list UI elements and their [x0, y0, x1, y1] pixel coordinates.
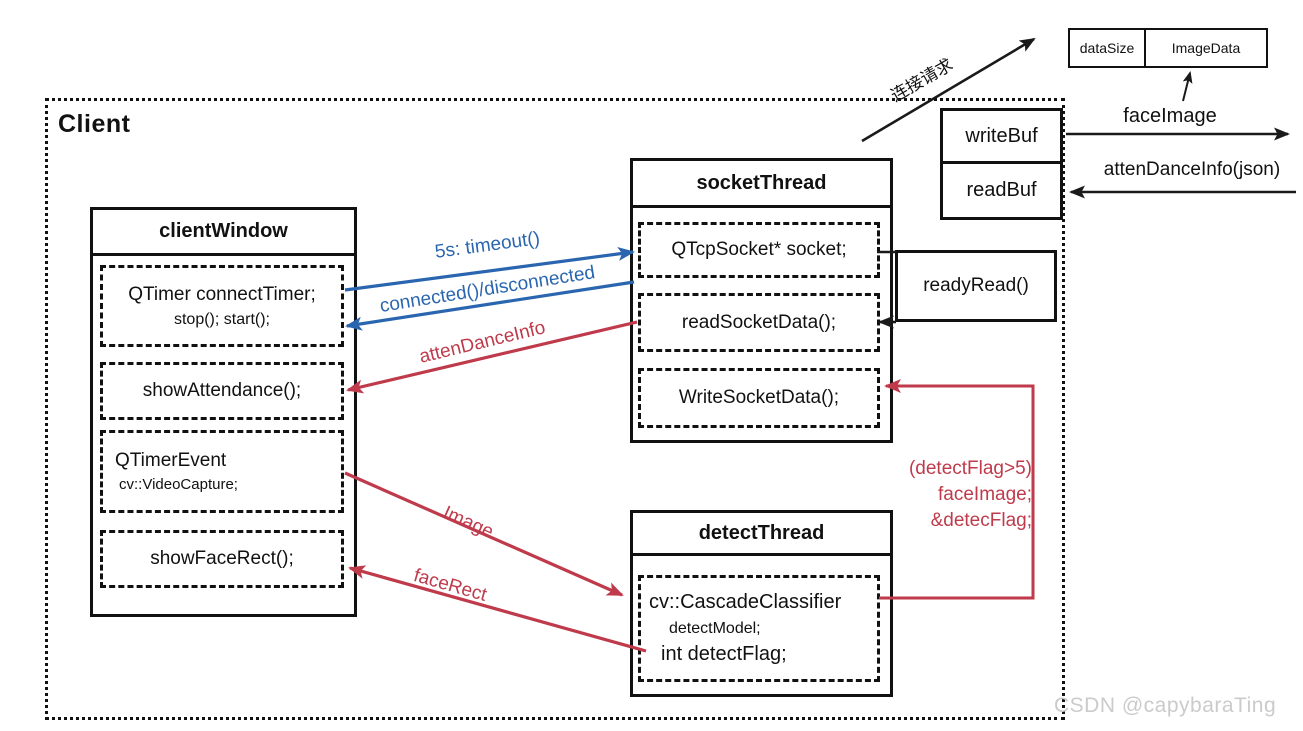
read-buf-cell: readBuf [966, 179, 1037, 201]
client-label: Client [58, 110, 131, 138]
packet-table: dataSize ImageData [1068, 28, 1268, 68]
qtimer-line1: QTimer connectTimer; [128, 283, 316, 305]
packet-datasize-cell: dataSize [1070, 30, 1146, 66]
qtimerevent-line1: QTimerEvent [115, 449, 227, 471]
detect-params-label: (detectFlag>5) faceImage; &detecFlag; [880, 456, 1032, 534]
read-socket-data-label: readSocketData(); [681, 311, 837, 333]
write-buf-cell: writeBuf [943, 111, 1060, 164]
detect-params-line3: &detecFlag; [930, 510, 1032, 531]
detect-thread-title: detectThread [633, 513, 890, 556]
qtimer-line2: stop(); start(); [173, 311, 270, 329]
write-socket-data-label: WriteSocketData(); [678, 387, 840, 408]
face-image-label: faceImage [1123, 105, 1217, 127]
qtimerevent-line2: cv::VideoCapture; [119, 476, 238, 494]
classifier-line3: int detectFlag; [661, 643, 787, 666]
attendance-json-label: attenDanceInfo(json) [1103, 159, 1281, 180]
qtimerevent-box: QTimerEvent cv::VideoCapture; [100, 430, 344, 513]
watermark: CSDN @capybaraTing [1054, 694, 1277, 717]
qtimer-box: QTimer connectTimer; stop(); start(); [100, 265, 344, 347]
client-boundary [45, 98, 1065, 720]
detect-params-line2: faceImage; [938, 484, 1032, 505]
client-window-box: clientWindow QTimer connectTimer; stop()… [90, 207, 357, 617]
show-attendance-label: showAttendance(); [142, 380, 302, 401]
show-facerect-box: showFaceRect(); [100, 530, 344, 588]
imagedata-pointer-arrow [1182, 71, 1193, 102]
classifier-line2: detectModel; [669, 619, 761, 637]
write-socket-data-box: WriteSocketData(); [638, 368, 880, 428]
show-attendance-box: showAttendance(); [100, 362, 344, 420]
qtcpsocket-label: QTcpSocket* socket; [671, 239, 847, 260]
qtcpsocket-box: QTcpSocket* socket; [638, 222, 880, 278]
buffer-box: writeBuf readBuf [940, 108, 1063, 220]
client-window-title: clientWindow [93, 210, 354, 256]
show-facerect-label: showFaceRect(); [150, 548, 294, 569]
socket-thread-box: socketThread QTcpSocket* socket; readSoc… [630, 158, 893, 443]
classifier-box: cv::CascadeClassifier detectModel; int d… [638, 575, 880, 682]
packet-imagedata-cell: ImageData [1171, 40, 1241, 56]
classifier-line1: cv::CascadeClassifier [649, 590, 842, 613]
detect-params-line1: (detectFlag>5) [908, 458, 1032, 479]
ready-read-box: readyRead() [895, 250, 1057, 322]
read-socket-data-box: readSocketData(); [638, 293, 880, 352]
detect-thread-box: detectThread cv::CascadeClassifier detec… [630, 510, 893, 697]
socket-thread-title: socketThread [633, 161, 890, 208]
